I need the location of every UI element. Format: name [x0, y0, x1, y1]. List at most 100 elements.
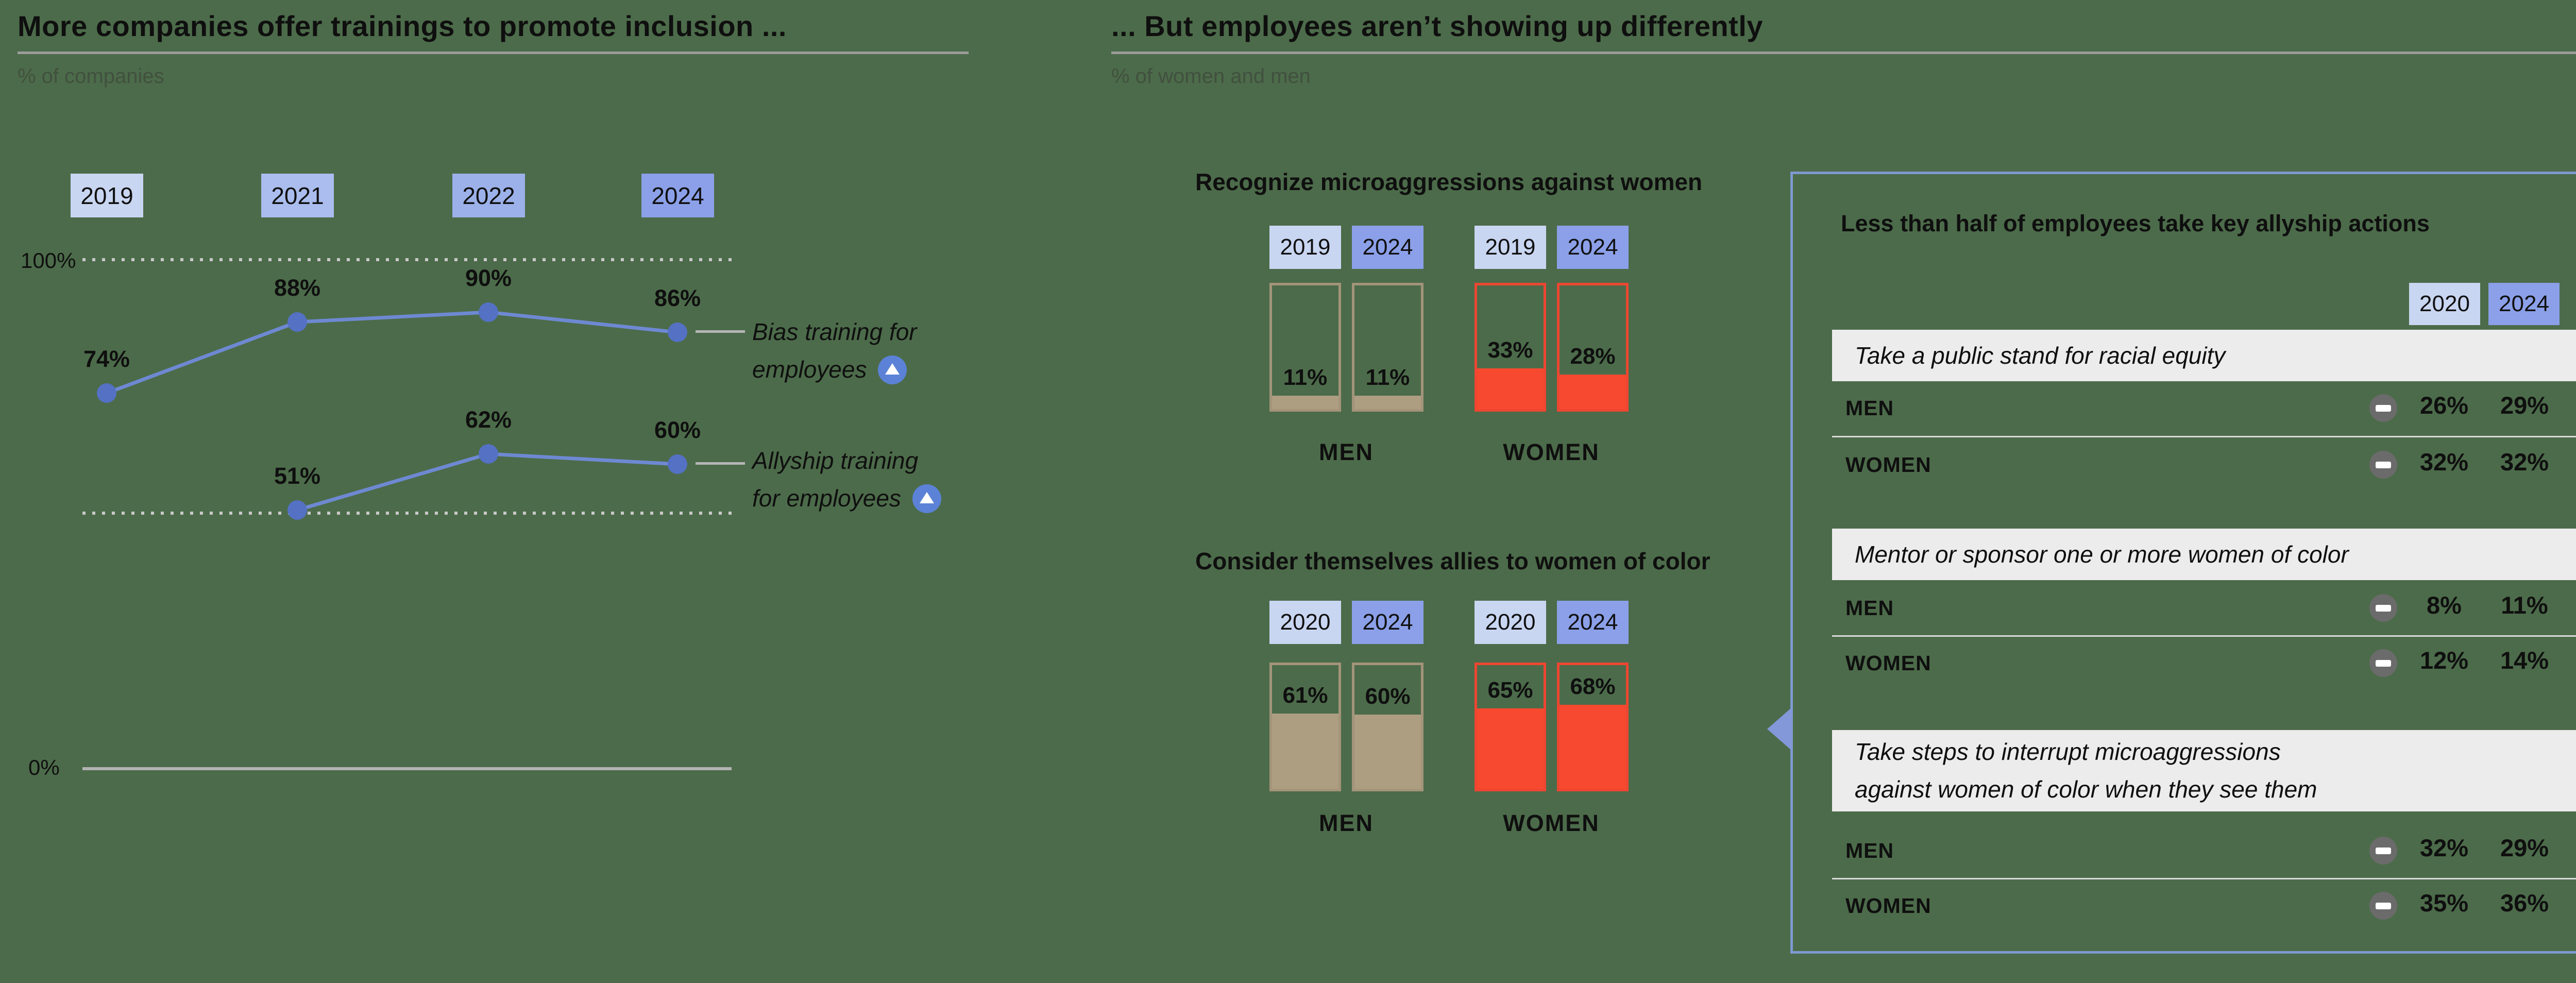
action-band: Take steps to interrupt microaggressions… — [1832, 730, 2576, 811]
panel-row-value: 36% — [2500, 889, 2549, 917]
bar-men-2019: 11% — [1269, 283, 1341, 412]
panel-row-value: 29% — [2500, 392, 2549, 419]
bar-men-2020: 61% — [1269, 663, 1341, 791]
point-label: 90% — [465, 264, 512, 291]
panel-row-label: MEN — [1845, 396, 1894, 420]
no-change-icon — [2369, 394, 2397, 422]
bar-fill — [1272, 714, 1338, 789]
point-label: 51% — [274, 462, 321, 489]
bar-fill — [1477, 708, 1544, 789]
year-chip: 2024 — [1352, 226, 1423, 269]
point-label: 74% — [83, 346, 130, 372]
trend-up-icon — [912, 484, 941, 513]
year-chip: 2022 — [452, 174, 525, 217]
panel-row-value: 8% — [2427, 591, 2462, 619]
bar-fill — [1560, 705, 1626, 789]
panel-row-divider — [1832, 436, 2576, 437]
panel-row-value: 12% — [2419, 647, 2469, 674]
gridline-50pct — [82, 512, 732, 515]
year-chip: 2019 — [1475, 226, 1546, 269]
right-column-subtitle: % of women and men — [1111, 65, 1311, 88]
bar-fill — [1354, 396, 1421, 409]
left-title-underline — [18, 52, 969, 54]
panel-row-value: 35% — [2419, 889, 2469, 917]
action-band: Take a public stand for racial equity — [1832, 330, 2576, 381]
minus-dash — [2376, 902, 2391, 909]
panel-year-chip: 2024 — [2488, 283, 2560, 325]
series-label-bias-training: Bias training for employees — [752, 313, 917, 388]
panel-row-label: MEN — [1845, 596, 1894, 620]
action-text: Take steps to interrupt microaggressions — [1855, 738, 2281, 765]
panel-row-value: 32% — [2500, 448, 2549, 476]
panel-left-arrow — [1767, 707, 1792, 751]
x-axis-baseline — [82, 767, 732, 770]
year-chip: 2019 — [71, 174, 143, 217]
right-title-underline — [1111, 52, 2576, 54]
point-label: 62% — [465, 406, 512, 433]
bar-value: 28% — [1570, 344, 1616, 369]
bar-group-label-men: MEN — [1319, 439, 1374, 465]
bar-value: 33% — [1487, 337, 1533, 363]
y-axis-100-label: 100% — [21, 248, 76, 273]
bar-group-label-women: WOMEN — [1503, 810, 1600, 836]
point-label: 60% — [654, 417, 701, 443]
panel-row-label: WOMEN — [1845, 894, 1931, 918]
action-text: against women of color when they see the… — [1855, 776, 2317, 803]
minus-dash — [2376, 847, 2391, 854]
no-change-icon — [2369, 649, 2397, 677]
right-column-title: ... But employees aren’t showing up diff… — [1111, 10, 1764, 42]
minus-dash — [2376, 659, 2391, 667]
action-band: Mentor or sponsor one or more women of c… — [1832, 529, 2576, 580]
bar-women-2020: 65% — [1475, 663, 1546, 791]
panel-row-value: 11% — [2501, 591, 2548, 619]
bar-women-2024: 68% — [1557, 663, 1629, 791]
series-label-line: Bias training for — [752, 318, 917, 345]
bar-group-label-men: MEN — [1319, 810, 1374, 836]
year-chip: 2020 — [1475, 601, 1546, 644]
bar-fill — [1354, 715, 1421, 789]
bar-women-2019: 33% — [1475, 283, 1546, 412]
minus-dash — [2376, 461, 2391, 468]
year-chip: 2020 — [1269, 601, 1341, 644]
action-text: Mentor or sponsor one or more women of c… — [1855, 540, 2349, 568]
year-chip: 2021 — [261, 174, 334, 217]
series-label-line: for employees — [752, 485, 901, 512]
y-axis-0-label: 0% — [28, 755, 60, 779]
panel-row-value: 32% — [2419, 448, 2469, 476]
gridline-100pct — [82, 258, 732, 261]
panel-title: Less than half of employees take key all… — [1841, 210, 2430, 236]
left-column-title: More companies offer trainings to promot… — [18, 10, 787, 42]
minus-dash — [2376, 604, 2391, 612]
panel-row-divider — [1832, 878, 2576, 879]
bias-label-connector — [696, 330, 745, 333]
bar-chart-1-title: Recognize microaggressions against women — [1195, 168, 1703, 195]
point-label: 86% — [654, 284, 701, 311]
point-label: 88% — [274, 275, 321, 301]
no-change-icon — [2369, 594, 2397, 622]
bar-value: 11% — [1365, 365, 1410, 390]
bar-value: 65% — [1487, 677, 1533, 703]
no-change-icon — [2369, 837, 2397, 865]
panel-row-value: 14% — [2500, 647, 2549, 674]
bar-value: 11% — [1283, 365, 1328, 390]
up-triangle-glyph — [885, 363, 900, 375]
bar-value: 68% — [1570, 674, 1616, 699]
series-label-line: employees — [752, 356, 867, 383]
trend-up-icon — [878, 355, 907, 384]
panel-row-label: WOMEN — [1845, 651, 1931, 675]
bar-fill — [1477, 368, 1544, 409]
panel-row-value: 32% — [2419, 834, 2469, 861]
bar-fill — [1560, 375, 1626, 409]
minus-dash — [2376, 404, 2391, 412]
panel-year-chip: 2020 — [2409, 283, 2480, 325]
panel-row-divider — [1832, 635, 2576, 637]
bar-value: 61% — [1282, 683, 1328, 708]
series-label-line: Allyship training — [752, 447, 919, 474]
year-chip: 2024 — [1557, 601, 1629, 644]
no-change-icon — [2369, 451, 2397, 479]
bar-value: 60% — [1365, 684, 1411, 709]
no-change-icon — [2369, 892, 2397, 920]
panel-row-label: MEN — [1845, 839, 1894, 862]
series-label-allyship-training: Allyship training for employees — [752, 442, 941, 517]
